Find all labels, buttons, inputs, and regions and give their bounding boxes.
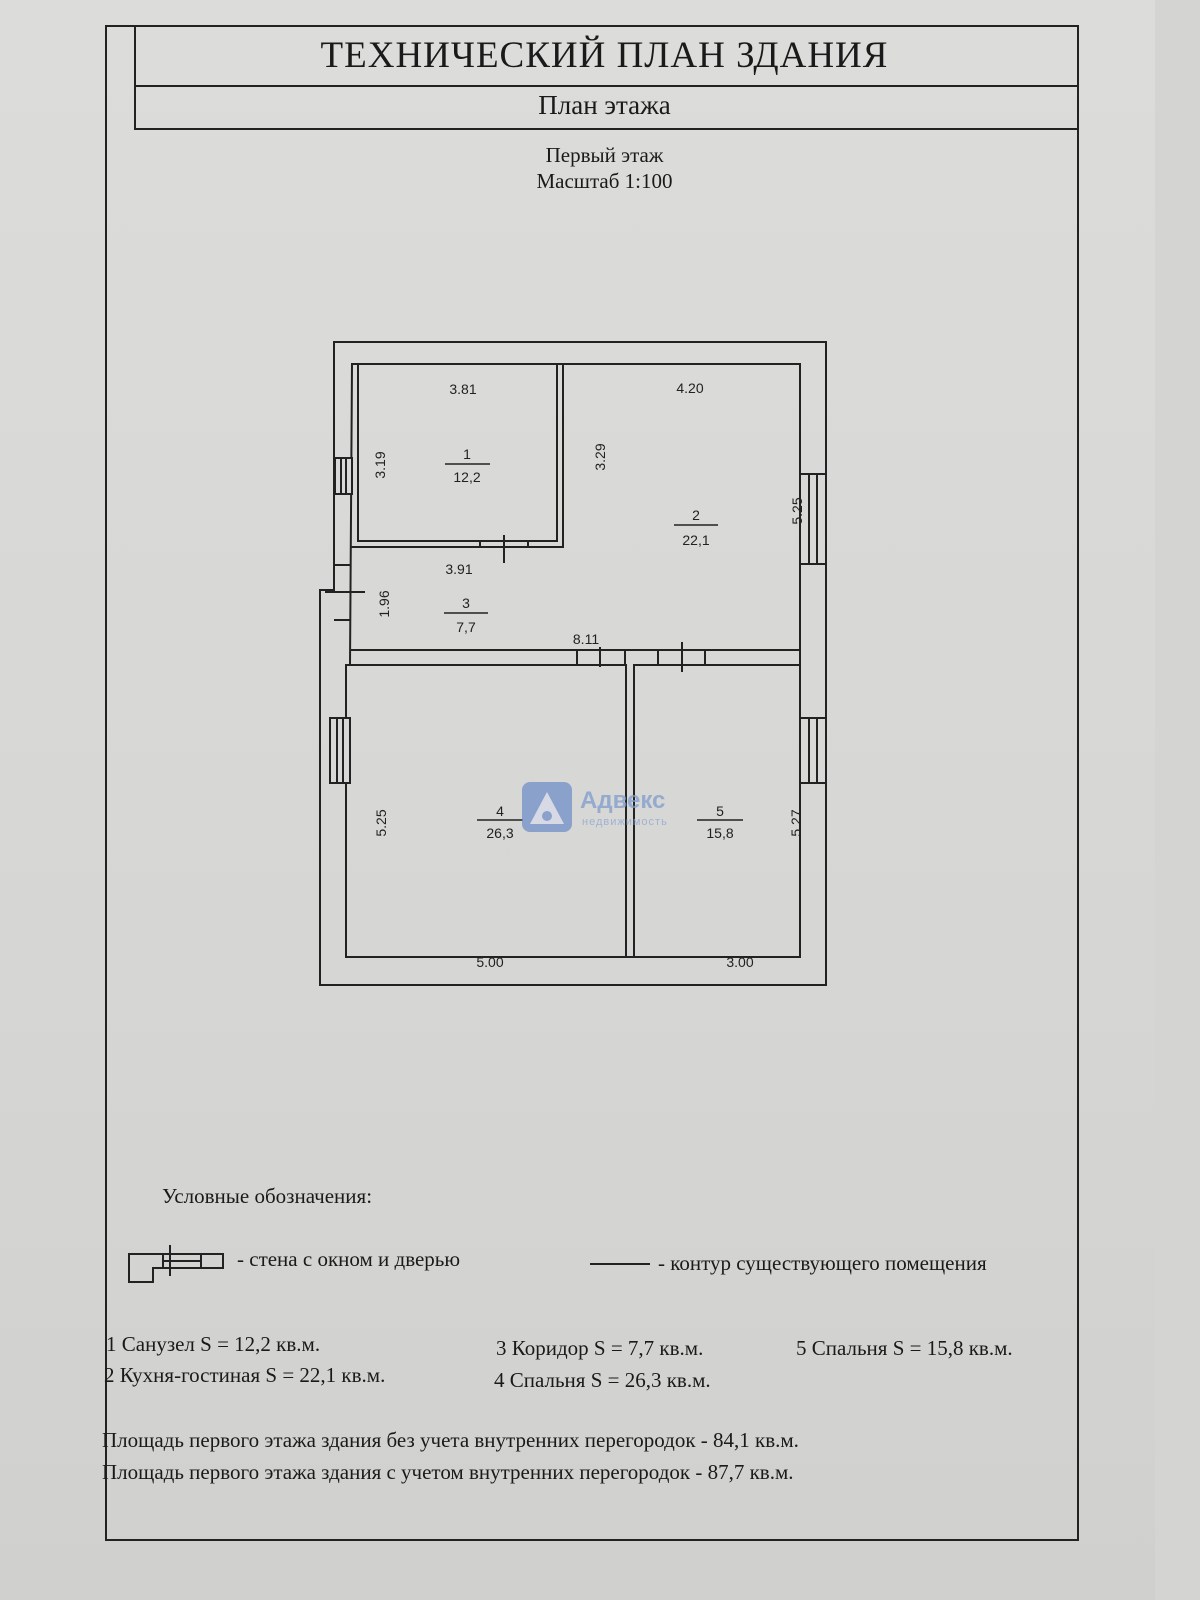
room-list-item-1: 1 Санузел S = 12,2 кв.м. [106,1332,321,1356]
dim-r1-right: 3.29 [592,443,608,470]
total-area-with-partitions: Площадь первого этажа здания с учетом вн… [102,1460,794,1484]
document-frame [105,25,1079,1541]
dim-r3-top: 3.91 [445,561,472,577]
room-list-item-4: 4 Спальня S = 26,3 кв.м. [494,1368,711,1392]
room-4-area: 26,3 [486,825,513,841]
dim-r2-right: 5.25 [789,497,805,524]
legend-wall-symbol-icon [128,1245,224,1283]
walls [319,341,827,986]
legend-contour-item: - контур существующего помещения [658,1251,987,1275]
room-4-number: 4 [496,803,504,819]
room-3-number: 3 [462,595,470,611]
room-5-area: 15,8 [706,825,733,841]
document-paper [0,0,1155,1600]
legend-wall-item: - стена с окном и дверью [237,1247,461,1271]
dim-r5-right: 5.27 [788,809,804,836]
room-2-area: 22,1 [682,532,709,548]
legend-title: Условные обозначения: [162,1184,373,1208]
room-1-area: 12,2 [453,469,480,485]
dimension-labels: 3.81 3.19 3.29 4.20 5.25 3.91 1.96 8.11 … [372,380,805,970]
title-divider [134,128,1077,130]
room-list-item-2: 2 Кухня-гостиная S = 22,1 кв.м. [104,1363,386,1387]
room-2-number: 2 [692,507,700,523]
room-list-item-5: 5 Спальня S = 15,8 кв.м. [796,1336,1013,1360]
title-box [134,25,1079,87]
dim-r4-bottom: 5.00 [476,954,503,970]
scale-label: Масштаб 1:100 [536,169,673,193]
document-subtitle: План этажа [538,90,671,120]
total-area-without-partitions: Площадь первого этажа здания без учета в… [102,1428,799,1452]
room-3-area: 7,7 [456,619,476,635]
dim-r3-left: 1.96 [376,590,392,617]
dim-corridor: 8.11 [573,631,599,647]
dim-r5-bottom: 3.00 [726,954,753,970]
watermark-tagline: недвижимость [582,816,668,828]
room-list-item-3: 3 Коридор S = 7,7 кв.м. [496,1336,704,1360]
document-title: ТЕХНИЧЕСКИЙ ПЛАН ЗДАНИЯ [320,35,889,76]
dim-r4-left: 5.25 [373,809,389,836]
room-1-number: 1 [463,446,471,462]
room-labels: 1 12,2 2 22,1 3 7,7 4 26,3 5 15,8 [444,446,743,841]
floor-label: Первый этаж [545,143,664,167]
watermark-logo: Адвекс недвижимость [522,782,668,832]
dim-r2-top: 4.20 [676,380,703,396]
watermark-name: Адвекс [580,787,665,814]
dim-r1-left: 3.19 [372,451,388,478]
room-5-number: 5 [716,803,724,819]
dim-r1-top: 3.81 [449,381,476,397]
doors [325,535,706,672]
windows [329,457,827,784]
